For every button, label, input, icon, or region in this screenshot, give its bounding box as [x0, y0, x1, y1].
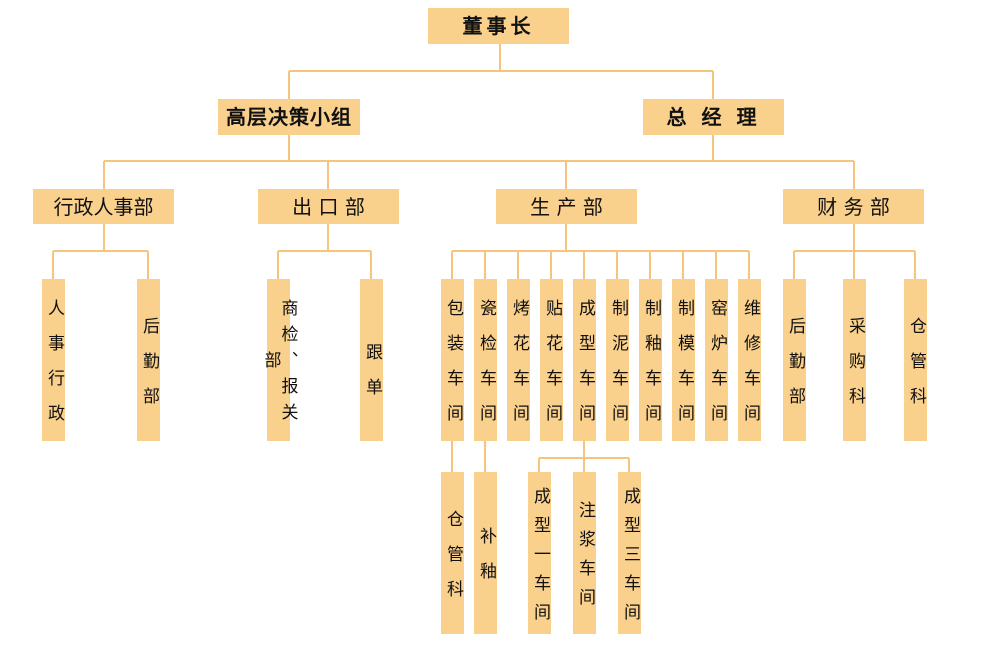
production-dept-box: 生 产 部 [496, 189, 637, 224]
production-unit: 烤花车间 [507, 279, 530, 441]
production-unit: 包装车间 [441, 279, 464, 441]
admin-unit-logistics: 后勤部 [137, 279, 160, 441]
general-manager-box: 总 经 理 [643, 99, 784, 135]
sub-unit-glaze-repair: 补釉 [474, 472, 497, 634]
sub-unit-slip-casting: 注浆车间 [573, 472, 596, 634]
decision-group-box: 高层决策小组 [218, 99, 360, 135]
finance-unit-warehouse: 仓管科 [904, 279, 927, 441]
admin-hr-dept-box: 行政人事部 [33, 189, 174, 224]
export-dept-box: 出 口 部 [258, 189, 399, 224]
finance-dept-box: 财 务 部 [783, 189, 924, 224]
sub-unit-warehouse: 仓管科 [441, 472, 464, 634]
production-unit: 贴花车间 [540, 279, 563, 441]
finance-unit-logistics: 后勤部 [783, 279, 806, 441]
export-unit-customs: 商检、报关部 [261, 279, 298, 441]
finance-unit-purchasing: 采购科 [843, 279, 866, 441]
admin-unit-personnel: 人事行政 [42, 279, 65, 441]
production-unit: 制模车间 [672, 279, 695, 441]
production-unit: 窑炉车间 [705, 279, 728, 441]
production-unit: 瓷检车间 [474, 279, 497, 441]
chairman-box: 董事长 [428, 8, 569, 44]
sub-unit-forming-one: 成型一车间 [528, 472, 551, 634]
production-unit: 维修车间 [738, 279, 761, 441]
export-unit-merchandising: 跟单 [360, 279, 383, 441]
sub-unit-forming-three: 成型三车间 [618, 472, 641, 634]
production-unit: 制釉车间 [639, 279, 662, 441]
production-unit: 成型车间 [573, 279, 596, 441]
production-unit: 制泥车间 [606, 279, 629, 441]
